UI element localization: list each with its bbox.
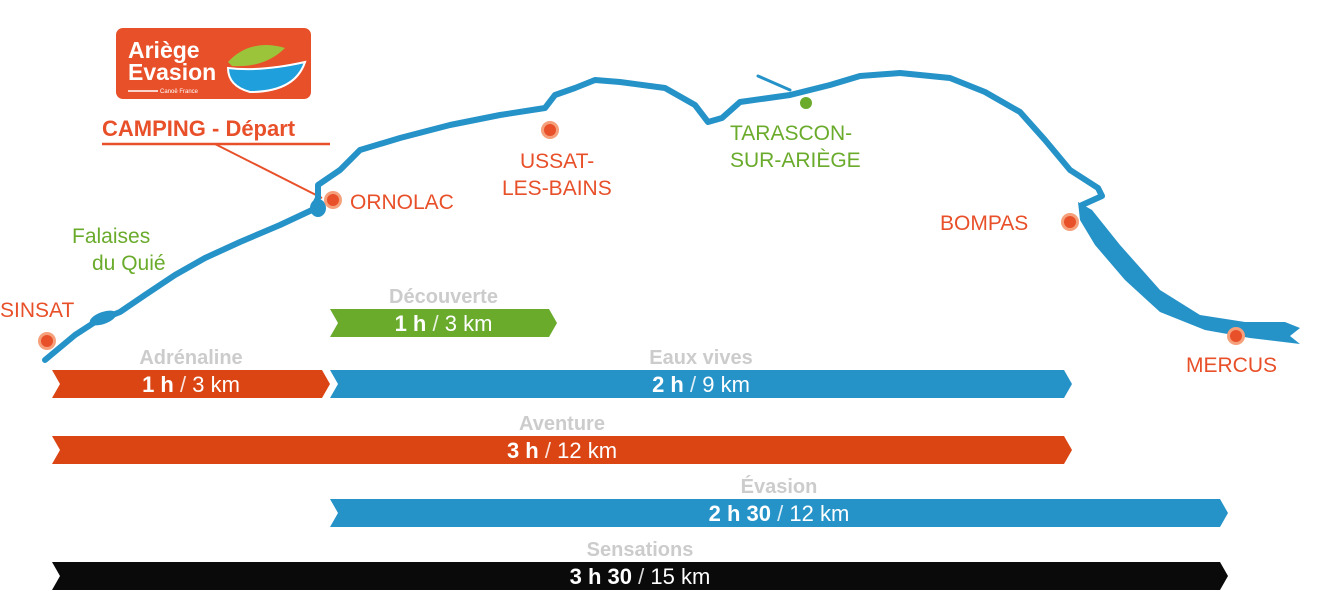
route-duration-distance: 3 h / 12 km (507, 438, 617, 463)
route-duration-distance: 1 h / 3 km (142, 372, 240, 397)
route-slash: / (638, 564, 645, 589)
place-mercus: MERCUS (1186, 327, 1277, 377)
place-ussat-les-bains: USSAT- LES-BAINS (502, 121, 612, 200)
place-label: LES-BAINS (502, 177, 612, 200)
place-label: TARASCON- (730, 122, 852, 145)
route-bar-decouverte: Découverte 1 h / 3 km (330, 286, 557, 337)
place-label: BOMPAS (940, 212, 1028, 235)
place-label: SINSAT (0, 299, 74, 322)
route-name: Aventure (519, 413, 605, 435)
logo-leaf-icon (228, 45, 285, 67)
route-distance: 12 km (557, 438, 617, 463)
logo-tagline: Canoë France (160, 89, 199, 95)
route-bar-eaux-vives: Eaux vives 2 h / 9 km (330, 347, 1072, 398)
route-duration: 3 h 30 (570, 564, 632, 589)
place-falaises-du-quie: Falaises du Quié (72, 225, 166, 275)
route-duration: 1 h (142, 372, 174, 397)
route-name: Évasion (741, 475, 818, 498)
route-duration-distance: 2 h / 9 km (652, 372, 750, 397)
route-duration-distance: 2 h 30 / 12 km (709, 501, 850, 526)
place-label: ORNOLAC (350, 191, 454, 214)
route-name: Sensations (587, 539, 694, 561)
route-distance: 12 km (789, 501, 849, 526)
route-arrow (52, 436, 1072, 464)
route-name: Adrénaline (139, 347, 242, 369)
place-label: Falaises (72, 225, 150, 248)
route-distance: 3 km (192, 372, 240, 397)
route-arrow (330, 370, 1072, 398)
route-slash: / (777, 501, 784, 526)
route-slash: / (432, 311, 439, 336)
route-arrow (52, 370, 330, 398)
place-bompas: BOMPAS (940, 212, 1079, 235)
route-slash: / (180, 372, 187, 397)
route-arrow (330, 499, 1228, 527)
route-duration-distance: 3 h 30 / 15 km (570, 564, 711, 589)
place-label: USSAT- (520, 150, 594, 173)
place-label: du Quié (92, 252, 166, 275)
route-slash: / (545, 438, 552, 463)
route-distance: 9 km (702, 372, 750, 397)
route-duration: 1 h (395, 311, 427, 336)
place-label: SUR-ARIÈGE (730, 149, 861, 172)
route-bar-evasion: Évasion 2 h 30 / 12 km (330, 475, 1228, 527)
logo-line1: Ariège (128, 37, 200, 63)
route-duration-distance: 1 h / 3 km (395, 311, 493, 336)
route-duration: 2 h (652, 372, 684, 397)
route-duration: 2 h 30 (709, 501, 771, 526)
route-arrow (330, 309, 557, 337)
route-distance: 15 km (650, 564, 710, 589)
route-bar-aventure: Aventure 3 h / 12 km (52, 413, 1072, 464)
logo-line2: Evasion (128, 59, 216, 85)
route-bar-adrenaline: Adrénaline 1 h / 3 km (52, 347, 330, 398)
river-ariege (42, 70, 1300, 363)
route-distance: 3 km (445, 311, 493, 336)
route-arrow (52, 562, 1228, 590)
route-slash: / (690, 372, 697, 397)
place-sinsat: SINSAT (0, 299, 74, 350)
place-label: MERCUS (1186, 354, 1277, 377)
camping-pointer-line (214, 143, 323, 199)
place-tarascon-sur-ariege: TARASCON- SUR-ARIÈGE (730, 97, 861, 172)
route-bar-sensations: Sensations 3 h 30 / 15 km (52, 539, 1228, 590)
ariege-evasion-logo: Ariège Evasion Canoë France (116, 28, 311, 99)
route-name: Eaux vives (649, 347, 752, 369)
route-duration: 3 h (507, 438, 539, 463)
route-name: Découverte (389, 286, 498, 308)
place-ornolac: ORNOLAC (324, 191, 454, 214)
camping-depart-label: CAMPING - Départ (102, 116, 296, 141)
